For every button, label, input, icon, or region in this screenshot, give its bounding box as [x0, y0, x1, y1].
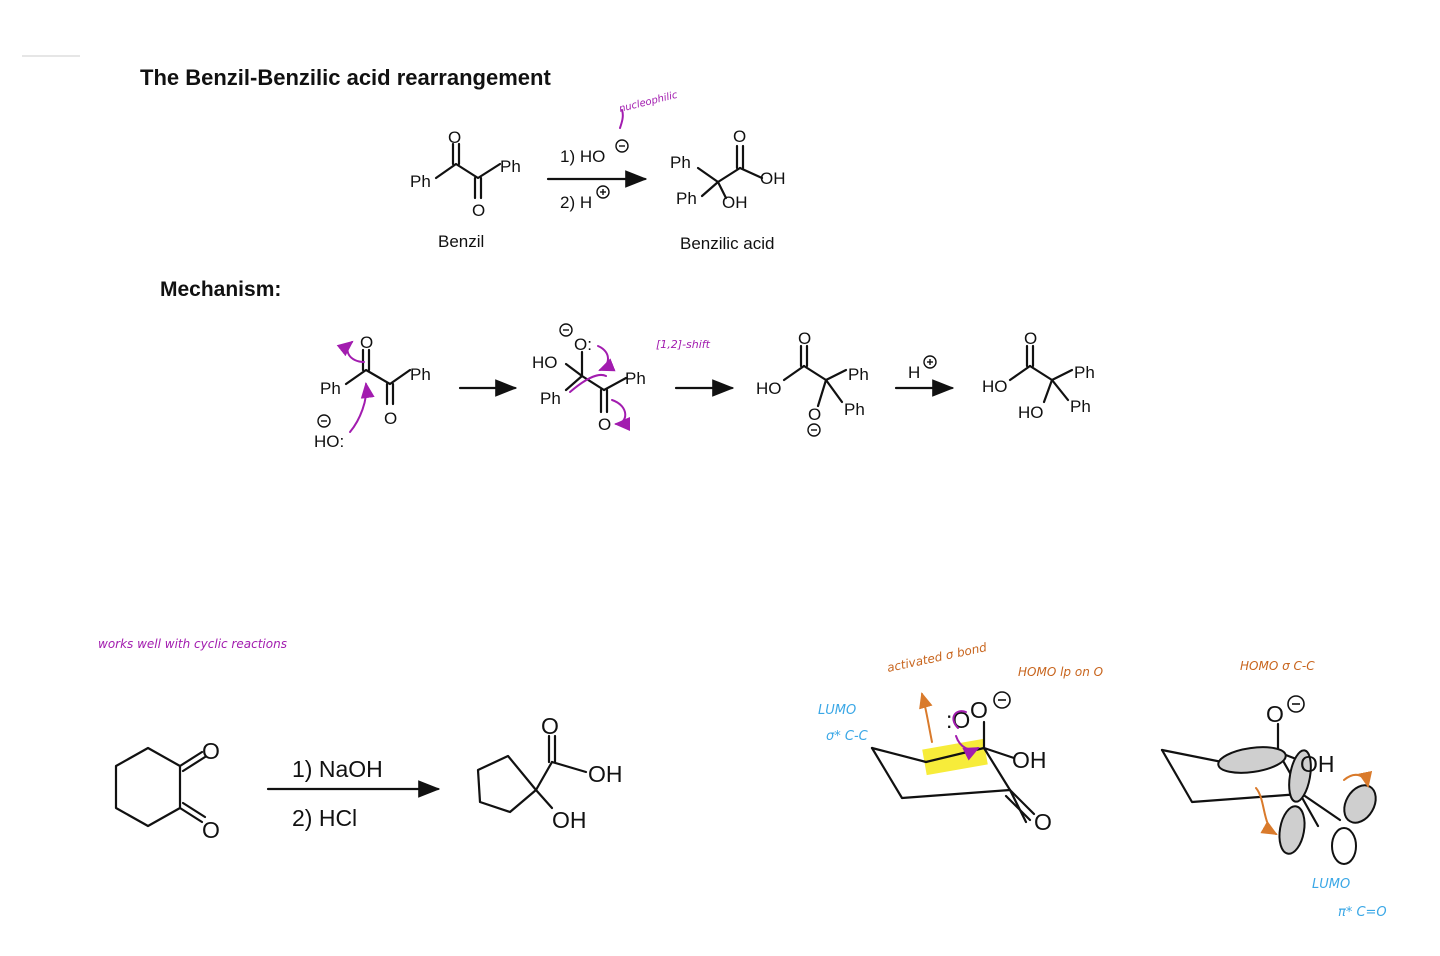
chair-sketch-2: O OH: [1160, 695, 1377, 865]
sketch1-lp-arrow-b: [955, 735, 980, 761]
mechanism-heading: Mechanism:: [160, 278, 281, 301]
carbonyl-push-arrow: [336, 340, 365, 363]
mech2-ph-right: Ph: [625, 369, 646, 388]
sketch1-activated-arrow: [919, 692, 933, 743]
sketch1-charge-icon: [993, 691, 1011, 709]
step1-hydroxide: 1) HO: [560, 147, 605, 166]
activated-bond-label: activated σ bond: [886, 640, 989, 675]
mech3-ph-bottom: Ph: [844, 400, 865, 419]
shift-annotation: [1,2]-shift: [656, 338, 711, 351]
sketch2-charge-icon: [1287, 695, 1305, 713]
proton-charge-icon: [923, 355, 937, 369]
pi-star-lobe-bottom: [1331, 827, 1357, 865]
highlight-bond: [922, 738, 988, 776]
acid-o: O: [541, 713, 559, 739]
p-orbital-top: [1288, 749, 1312, 803]
sketch2-lumo-arrow: [1343, 770, 1373, 788]
step2-hcl: 2) HCl: [292, 805, 357, 831]
nucleophilic-annotation: nucleophilic: [618, 90, 679, 115]
mech4-ph-top: Ph: [1074, 363, 1095, 382]
pi-star-label: π* C=O: [1338, 905, 1387, 920]
benzilic-o: O: [733, 127, 746, 146]
mech2-o-minus: O:: [574, 335, 592, 354]
mech3-o-minus: O: [808, 405, 821, 424]
mech4-o-top: O: [1024, 329, 1037, 348]
sigma-orbital: [1217, 746, 1287, 774]
cyclohexanedione-structure: O O: [114, 738, 220, 843]
mech1-hydroxide: HO:: [314, 432, 344, 451]
mech4-ho-bottom: HO: [1018, 403, 1044, 422]
step2-acid: 2) H: [560, 193, 592, 212]
mech3-o-top: O: [798, 329, 811, 348]
mech2-ph-left: Ph: [540, 389, 561, 408]
sketch2-o: O: [1266, 701, 1284, 727]
benzil-structure: O O Ph Ph: [410, 128, 521, 220]
lumo-left-label: LUMO: [818, 703, 856, 718]
dione-o-bottom: O: [202, 817, 220, 843]
sigma-star-label: σ* C-C: [826, 729, 869, 744]
benzilic-ph-bottom: Ph: [676, 189, 697, 208]
mech1-o-top: O: [360, 333, 373, 352]
carbonyl-reform-arrow: [611, 399, 631, 431]
cyclic-note: works well with cyclic reactions: [98, 637, 287, 651]
step1-naoh: 1) NaOH: [292, 756, 383, 782]
chair-sketch-1: O :O OH O: [870, 691, 1052, 835]
mech-tetrahedral: HO O: Ph Ph O: [532, 323, 646, 434]
mech4-ph-bottom: Ph: [1070, 397, 1091, 416]
alkoxide-charge-icon: [559, 323, 573, 337]
page-title: The Benzil-Benzilic acid rearrangement: [140, 65, 551, 90]
mech2-ho: HO: [532, 353, 558, 372]
cyclopentane-acid-structure: O OH OH: [476, 713, 623, 833]
acid-alcohol-oh: OH: [552, 807, 587, 833]
benzilic-acid-structure: O OH Ph Ph OH: [670, 127, 786, 212]
sketch1-o: O: [970, 697, 988, 723]
benzil-ph-left: Ph: [410, 172, 431, 191]
benzil-o-bottom: O: [472, 201, 485, 220]
hydroxide-charge-icon: [317, 414, 331, 428]
phenyl-shift-arrow: [569, 374, 607, 393]
mech-benzil: O O Ph Ph HO:: [314, 333, 431, 451]
positive-charge-icon: [596, 185, 610, 199]
mech2-o-bottom: O: [598, 415, 611, 434]
benzil-ph-right: Ph: [500, 157, 521, 176]
mech4-ho: HO: [982, 377, 1008, 396]
benzilic-acid-oh: OH: [760, 169, 786, 188]
homo-sigma-label: HOMO σ C-C: [1240, 659, 1315, 673]
p-orbital-bottom: [1278, 805, 1306, 855]
acid-oh: OH: [588, 761, 623, 787]
mech3-ph-top: Ph: [848, 365, 869, 384]
benzil-name: Benzil: [438, 232, 484, 251]
lumo-right-label: LUMO: [1312, 877, 1350, 892]
benzilic-alcohol-oh: OH: [722, 193, 748, 212]
sketch2-homo-arrow: [1255, 787, 1278, 835]
mech-benzilic-acid: O HO Ph Ph HO: [982, 329, 1095, 422]
benzilic-ph-top: Ph: [670, 153, 691, 172]
sketch1-lp-arrow-a: [952, 710, 967, 729]
attack-arrow: [349, 382, 375, 433]
mech1-ph-right: Ph: [410, 365, 431, 384]
mech1-o-bottom: O: [384, 409, 397, 428]
alkoxide-push-arrow: [597, 345, 616, 372]
sketch1-oh: OH: [1012, 747, 1047, 773]
sketch1-carbonyl-o: O: [1034, 809, 1052, 835]
mech-proton: H: [908, 363, 920, 382]
mech-alkoxide-acid: O HO Ph Ph O: [756, 329, 869, 437]
pi-star-lobe-top: [1343, 784, 1377, 824]
mech3-ho: HO: [756, 379, 782, 398]
mech3-charge-icon: [807, 423, 821, 437]
homo-lp-label: HOMO lp on O: [1018, 665, 1103, 679]
benzilic-acid-name: Benzilic acid: [680, 234, 775, 253]
sketch2-oh: OH: [1300, 751, 1335, 777]
negative-charge-icon: [615, 139, 629, 153]
nucleophilic-tick: [619, 109, 624, 129]
dione-o-top: O: [202, 738, 220, 764]
benzil-o-top: O: [448, 128, 461, 147]
mech1-ph-left: Ph: [320, 379, 341, 398]
